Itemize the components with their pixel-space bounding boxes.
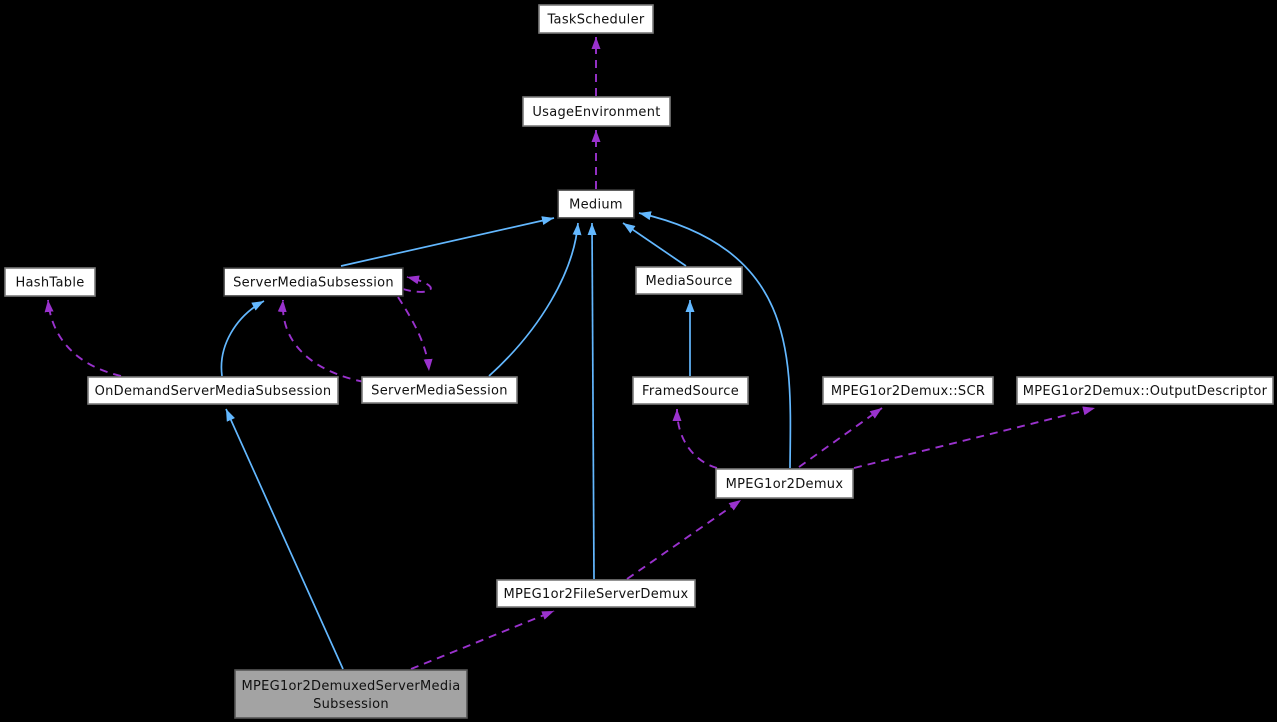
node-label: MPEG1or2Demux — [726, 477, 844, 492]
edge-usage-ondemand-to-hashtable — [44, 299, 122, 377]
node-box — [234, 669, 468, 719]
edge-inherit-servermediasubsession-to-medium — [340, 216, 555, 267]
node-framedsource[interactable]: FramedSource — [632, 376, 749, 405]
node-box[interactable] — [1016, 376, 1274, 405]
node-mpeg1or2demux-outputdescriptor[interactable]: MPEG1or2Demux::OutputDescriptor — [1016, 376, 1274, 405]
node-taskscheduler[interactable]: TaskScheduler — [538, 4, 654, 34]
node-label-line2: Subsession — [313, 697, 389, 712]
edge-usage-servermediasubsession-self-loop — [402, 275, 432, 293]
edge-usage-fileserverdemux-to-mpeg1or2demux — [626, 499, 742, 580]
edge-usage-servermediasession-to-servermediasubsession — [277, 299, 365, 383]
edge-usage-demuxed-sms-to-fileserverdemux — [410, 610, 555, 670]
node-box[interactable] — [538, 4, 654, 34]
edge-usage-mpeg1or2demux-to-framedsource — [672, 408, 718, 469]
node-box[interactable] — [361, 376, 518, 404]
node-servermediasession[interactable]: ServerMediaSession — [361, 376, 518, 404]
edge-usage-mpeg1or2demux-to-outputdescriptor — [853, 406, 1096, 469]
node-mpeg1or2demux[interactable]: MPEG1or2Demux — [715, 468, 854, 499]
edge-usage-servermediasubsession-to-servermediasession — [397, 296, 433, 372]
node-box[interactable] — [496, 579, 696, 608]
node-box[interactable] — [87, 376, 339, 405]
node-box[interactable] — [4, 267, 96, 297]
node-label: MPEG1or2Demux::SCR — [831, 384, 985, 399]
edge-inherit-servermediasession-to-medium — [488, 222, 582, 377]
node-label: FramedSource — [642, 384, 739, 399]
node-box[interactable] — [522, 96, 671, 127]
node-box[interactable] — [632, 376, 749, 405]
edges — [44, 37, 1096, 670]
node-label: OnDemandServerMediaSubsession — [95, 384, 332, 399]
node-box[interactable] — [635, 266, 743, 295]
node-label: HashTable — [15, 276, 84, 291]
node-box[interactable] — [557, 189, 635, 219]
edge-inherit-mpeg1or2demux-to-medium — [638, 211, 792, 469]
edge-inherit-fileserverdemux-to-medium — [587, 222, 597, 580]
node-ondemandservermediasubsession[interactable]: OnDemandServerMediaSubsession — [87, 376, 339, 405]
node-mpeg1or2demux-scr[interactable]: MPEG1or2Demux::SCR — [822, 376, 994, 405]
node-box[interactable] — [715, 468, 854, 499]
node-label: MPEG1or2Demux::OutputDescriptor — [1023, 384, 1268, 399]
node-box[interactable] — [822, 376, 994, 405]
node-hashtable[interactable]: HashTable — [4, 267, 96, 297]
node-label: MediaSource — [646, 274, 733, 289]
node-label-line1: MPEG1or2DemuxedServerMedia — [241, 679, 460, 694]
node-usageenvironment[interactable]: UsageEnvironment — [522, 96, 671, 127]
edge-inherit-ondemand-to-servermediasubsession — [220, 300, 265, 377]
edge-inherit-demuxed-sms-to-ondemand — [225, 408, 344, 670]
node-box[interactable] — [223, 267, 404, 297]
nodes: TaskScheduler UsageEnvironment Medium Ha… — [4, 4, 1274, 719]
node-label: UsageEnvironment — [532, 105, 660, 120]
node-servermediasubsession[interactable]: ServerMediaSubsession — [223, 267, 404, 297]
node-label: Medium — [569, 198, 623, 213]
node-mpeg1or2demuxedservermediasubsession-current: MPEG1or2DemuxedServerMedia Subsession — [234, 669, 468, 719]
edge-inherit-mediasource-to-medium — [622, 222, 687, 267]
node-label: MPEG1or2FileServerDemux — [503, 587, 688, 602]
node-label: ServerMediaSession — [371, 384, 508, 399]
edge-usage-mpeg1or2demux-to-scr — [798, 407, 883, 468]
node-mpeg1or2fileserverdemux[interactable]: MPEG1or2FileServerDemux — [496, 579, 696, 608]
node-mediasource[interactable]: MediaSource — [635, 266, 743, 295]
node-label: TaskScheduler — [546, 13, 644, 28]
node-medium[interactable]: Medium — [557, 189, 635, 219]
node-label: ServerMediaSubsession — [233, 276, 394, 291]
